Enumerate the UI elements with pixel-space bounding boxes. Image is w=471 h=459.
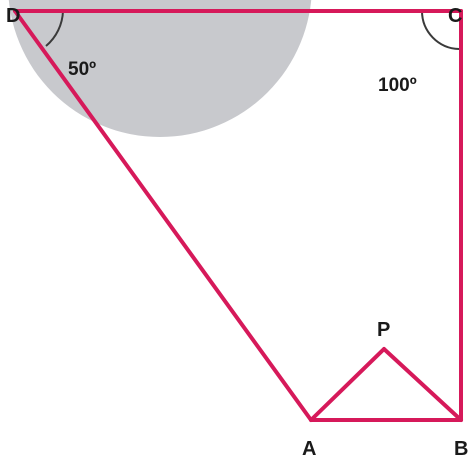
vertex-label-d: D	[6, 5, 20, 27]
vertex-label-a: A	[302, 438, 316, 459]
vertex-label-c: C	[448, 5, 462, 27]
edge-ap	[309, 347, 386, 422]
edge-da	[13, 9, 313, 422]
angle-arc-c	[421, 10, 460, 50]
angle-label-d: 50º	[68, 59, 96, 80]
angle-arc-d	[45, 10, 64, 47]
angle-label-c: 100º	[378, 75, 417, 96]
edge-pb	[382, 347, 463, 422]
grey-disc	[8, 0, 312, 137]
vertex-label-p: P	[377, 319, 390, 341]
vertex-label-b: B	[454, 438, 468, 459]
